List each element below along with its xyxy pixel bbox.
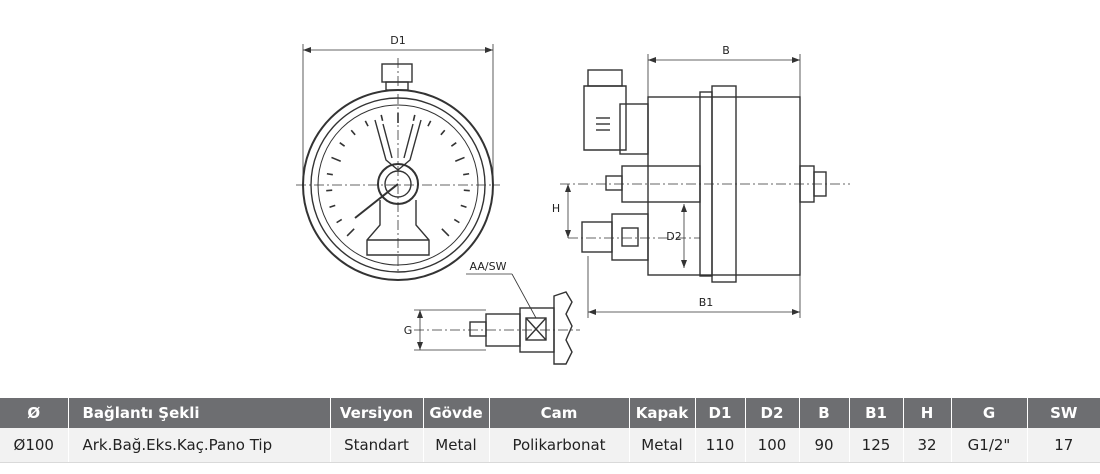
header-diameter: Ø bbox=[0, 398, 69, 428]
header-d2: D2 bbox=[745, 398, 800, 428]
header-version: Versiyon bbox=[330, 398, 424, 428]
table-header-row: Ø Bağlantı Şekli Versiyon Gövde Cam Kapa… bbox=[0, 398, 1100, 428]
header-g: G bbox=[951, 398, 1028, 428]
dial-tick bbox=[331, 156, 342, 163]
cell-connection-type: Ark.Bağ.Eks.Kaç.Pano Tip bbox=[68, 428, 331, 463]
label-b1: B1 bbox=[699, 296, 714, 309]
table-row: Ø100 Ark.Bağ.Eks.Kaç.Pano Tip Standart M… bbox=[0, 428, 1100, 463]
cell-h: 32 bbox=[903, 428, 952, 463]
header-sw: SW bbox=[1027, 398, 1100, 428]
header-glass: Cam bbox=[489, 398, 630, 428]
dial-tick bbox=[364, 120, 369, 127]
spec-table: Ø Bağlantı Şekli Versiyon Gövde Cam Kapa… bbox=[0, 398, 1100, 463]
dial-tick bbox=[460, 204, 467, 209]
dial-tick bbox=[412, 114, 416, 122]
dial-tick bbox=[463, 172, 470, 176]
label-d2: D2 bbox=[666, 230, 681, 243]
cell-body: Metal bbox=[423, 428, 490, 463]
cell-glass: Polikarbonat bbox=[489, 428, 630, 463]
cell-g: G1/2" bbox=[951, 428, 1028, 463]
label-h: H bbox=[552, 202, 560, 215]
header-d1: D1 bbox=[695, 398, 746, 428]
dial-tick bbox=[326, 172, 333, 176]
detail-view-connection bbox=[414, 273, 580, 365]
cell-cover: Metal bbox=[629, 428, 696, 463]
cell-d2: 100 bbox=[745, 428, 800, 463]
dial-tick bbox=[454, 156, 465, 163]
front-view-gauge bbox=[296, 44, 500, 281]
dial-tick bbox=[441, 228, 450, 237]
label-g: G bbox=[404, 324, 413, 337]
header-connection-type: Bağlantı Şekli bbox=[68, 398, 331, 428]
header-h: H bbox=[903, 398, 952, 428]
label-b: B bbox=[722, 44, 730, 57]
header-cover: Kapak bbox=[629, 398, 696, 428]
dial-tick bbox=[329, 204, 336, 209]
label-aa-sw: AA/SW bbox=[470, 260, 507, 273]
header-b1: B1 bbox=[849, 398, 904, 428]
header-body: Gövde bbox=[423, 398, 490, 428]
dial-tick bbox=[440, 129, 446, 136]
cell-version: Standart bbox=[330, 428, 424, 463]
cell-d1: 110 bbox=[695, 428, 746, 463]
label-d1: D1 bbox=[390, 34, 405, 47]
cell-b1: 125 bbox=[849, 428, 904, 463]
technical-drawing: D1 B H D2 B1 AA/SW G bbox=[296, 34, 850, 365]
header-b: B bbox=[799, 398, 850, 428]
dial-tick bbox=[380, 114, 384, 122]
dial-tick bbox=[346, 228, 355, 237]
dial-tick bbox=[427, 120, 432, 127]
dial-tick bbox=[336, 218, 343, 224]
cell-diameter: Ø100 bbox=[0, 428, 69, 463]
side-view-gauge bbox=[560, 54, 850, 318]
cell-b: 90 bbox=[799, 428, 850, 463]
dial-tick bbox=[450, 142, 457, 147]
dial-tick bbox=[350, 129, 356, 136]
cell-sw: 17 bbox=[1027, 428, 1100, 463]
dial-tick bbox=[453, 218, 460, 224]
dial-tick bbox=[339, 142, 346, 147]
